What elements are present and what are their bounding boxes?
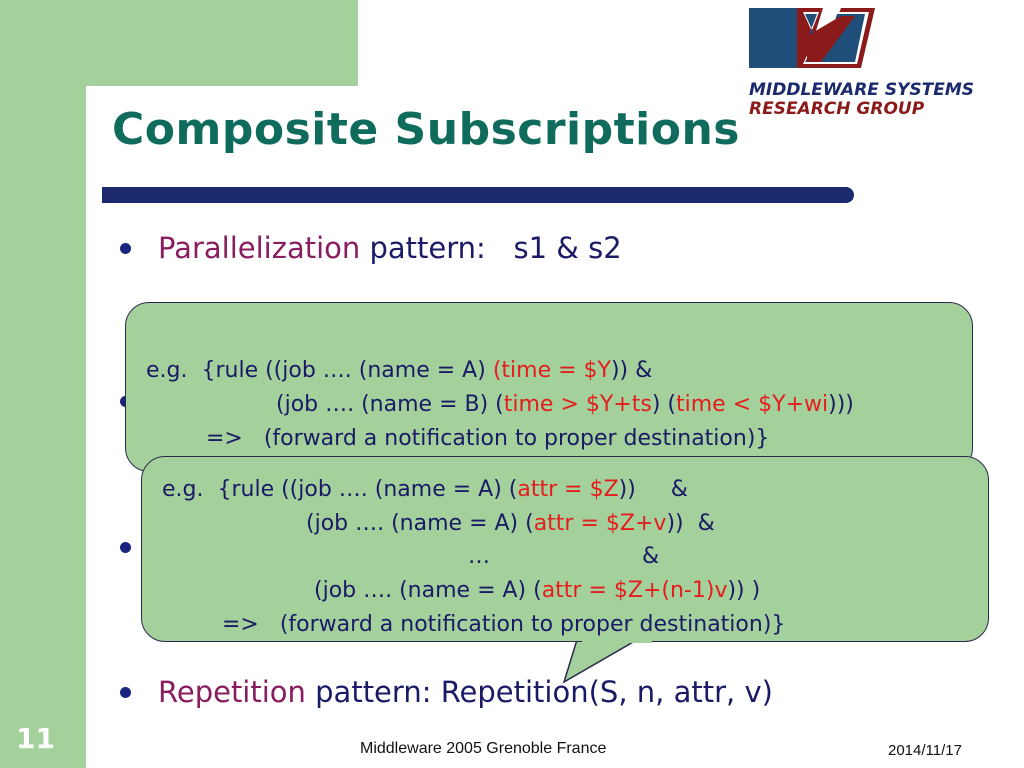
bullet-dot [120,687,131,698]
title-underline [102,187,854,203]
pattern-keyword: Repetition [158,675,306,709]
callout-parallel-example: e.g. {rule ((job …. (name = A) (time = $… [125,302,973,472]
bullet-parallelization: Parallelization pattern: s1 & s2 [120,230,622,266]
slide-number: 11 [16,722,55,755]
callout2-line1: e.g. {rule ((job …. (name = A) (attr = $… [162,477,688,502]
pattern-label: pattern: [369,231,486,265]
callout2-line3-ellipsis: … [468,544,490,569]
msrg-logo: MIDDLEWARE SYSTEMS RESEARCH GROUP [749,8,974,118]
callout2-line2: (job …. (name = A) (attr = $Z+v)) & [306,511,715,536]
pattern-formula: s1 & s2 [513,231,622,265]
logo-mark [749,8,875,68]
content-corner [86,86,186,186]
bullet-dot [120,243,131,254]
left-green-band [0,0,86,768]
pattern-keyword: Parallelization [158,231,361,265]
footer-conference: Middleware 2005 Grenoble France [360,740,607,757]
slide-title: Composite Subscriptions [112,104,740,155]
bullet-dot [120,542,131,553]
logo-line1: MIDDLEWARE SYSTEMS [749,80,974,100]
callout2-line5: => (forward a notification to proper des… [222,612,786,637]
logo-line2: RESEARCH GROUP [749,99,925,118]
title-underline-cap [102,187,118,203]
footer-date: 2014/11/17 [888,742,962,759]
callout2-tail [562,630,656,684]
pattern-formula: Repetition(S, n, attr, v) [440,675,773,709]
callout1-line2: (job …. (name = B) (time > $Y+ts) (time … [276,392,854,417]
callout1-line3: => (forward a notification to proper des… [206,426,770,451]
pattern-label: pattern: [315,675,432,709]
bullet-repetition: Repetition pattern: Repetition(S, n, att… [120,674,773,710]
callout2-line3-amp: & [642,544,660,569]
callout2-tail-seam [582,640,652,643]
callout1-line1: e.g. {rule ((job …. (name = A) (time = $… [146,358,653,383]
top-green-band [0,0,358,86]
callout-repetition-example: e.g. {rule ((job …. (name = A) (attr = $… [141,456,989,642]
callout2-line4: (job …. (name = A) (attr = $Z+(n-1)v)) ) [314,578,761,603]
